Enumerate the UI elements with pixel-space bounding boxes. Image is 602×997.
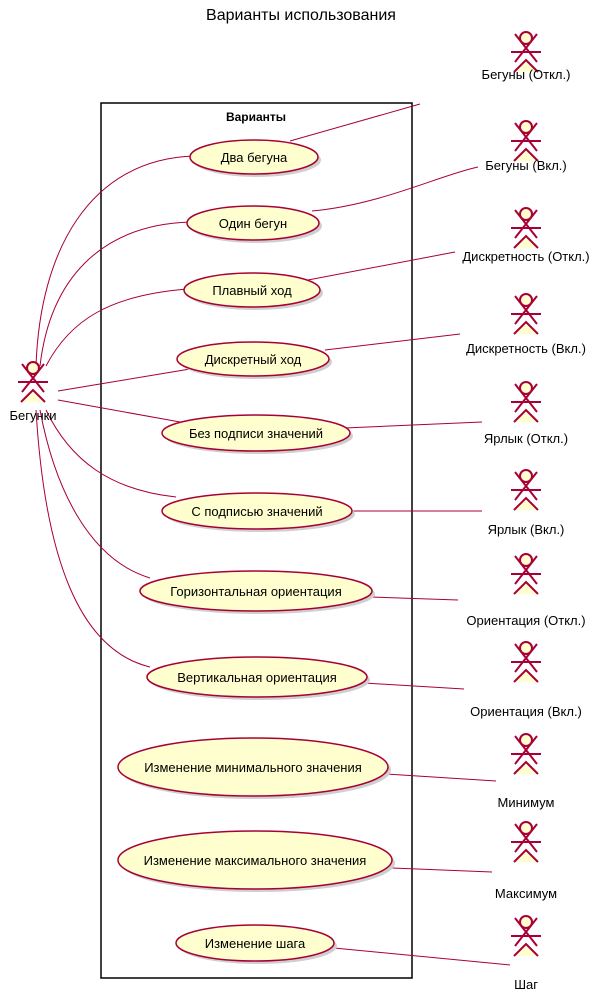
use-case-ellipse [175, 924, 335, 962]
actor-head [26, 361, 40, 375]
actor: Бегуны (Откл.) [482, 31, 571, 82]
actor-label: Дискретность (Вкл.) [466, 341, 586, 356]
use-case: Один бегун [186, 205, 322, 243]
link-main-uc3 [45, 288, 189, 367]
link-uc8-actor [363, 682, 465, 690]
use-case-label: Изменение минимального значения [144, 760, 362, 775]
use-case-label: Без подписи значений [189, 426, 323, 441]
use-case-label: Горизонтальная ориентация [170, 584, 342, 599]
actor-head [519, 31, 533, 45]
use-case: Изменение максимального значения [117, 830, 395, 892]
actor-label: Бегуны (Откл.) [482, 67, 571, 82]
diagram-title: Варианты использования [206, 7, 396, 24]
use-case-label: Вертикальная ориентация [177, 670, 337, 685]
use-case: Изменение минимального значения [117, 737, 391, 799]
link-main-uc4 [57, 368, 191, 392]
use-case-ellipse [176, 341, 330, 377]
actor-head [519, 641, 533, 655]
use-case: Дискретный ход [176, 341, 332, 379]
link-main-uc1 [35, 155, 194, 367]
actor: Дискретность (Откл.) [462, 207, 590, 264]
use-case: Вертикальная ориентация [146, 656, 370, 700]
actor: Дискретность (Вкл.) [466, 293, 586, 356]
use-case: Горизонтальная ориентация [139, 570, 375, 614]
actor-head [519, 207, 533, 221]
link-uc7-actor [369, 596, 459, 601]
use-case-ellipse [146, 656, 368, 698]
link-uc9-actor [385, 773, 497, 782]
actor: Шаг [511, 915, 541, 992]
use-case-ellipse [161, 492, 353, 530]
use-case: Плавный ход [183, 272, 323, 310]
actor: Бегуны (Вкл.) [485, 120, 567, 173]
use-case: С подписью значений [161, 492, 355, 532]
link-main-uc5 [57, 399, 181, 423]
link-main-uc2 [39, 221, 191, 367]
use-case-ellipse [183, 272, 321, 308]
use-case: Без подписи значений [161, 414, 353, 454]
use-case-label: Один бегун [219, 216, 287, 231]
use-case: Изменение шага [175, 924, 337, 964]
actor-label: Бегунки [9, 408, 56, 423]
link-uc3-actor [307, 251, 456, 281]
actor: Ориентация (Откл.) [466, 553, 586, 628]
actor: Максимум [495, 821, 557, 901]
use-case-label: С подписью значений [191, 504, 322, 519]
use-case-label: Изменение максимального значения [144, 853, 367, 868]
actor-label: Ярлык (Вкл.) [488, 522, 565, 537]
actor-label: Ярлык (Откл.) [484, 431, 568, 446]
use-case-label: Два бегуна [221, 150, 288, 165]
actor-head [519, 821, 533, 835]
actor: Ярлык (Откл.) [484, 381, 568, 446]
link-main-uc8 [35, 409, 151, 668]
package-title: Варианты [226, 110, 286, 124]
actor: Ориентация (Вкл.) [470, 641, 582, 719]
actor-begunki: Бегунки [9, 361, 57, 423]
connections [35, 103, 511, 966]
actor-label: Ориентация (Откл.) [466, 613, 585, 628]
link-uc1-actor [289, 103, 421, 142]
use-case-ellipse [161, 414, 351, 452]
actor-head [519, 733, 533, 747]
actor-head [519, 381, 533, 395]
use-case-ellipse [139, 570, 373, 612]
use-case-ellipse [117, 830, 393, 890]
use-case-ellipse [186, 205, 320, 241]
actor-head [519, 293, 533, 307]
actor-head [519, 120, 533, 134]
use-case: Два бегуна [189, 139, 321, 177]
actor: Ярлык (Вкл.) [488, 469, 565, 537]
actor-label: Максимум [495, 886, 557, 901]
use-case-label: Изменение шага [205, 936, 306, 951]
use-case-label: Дискретный ход [205, 352, 302, 367]
link-uc11-actor [333, 947, 511, 966]
link-main-uc6 [45, 409, 177, 498]
link-uc2-actor [311, 166, 479, 212]
use-case-ellipse [117, 737, 389, 797]
link-uc10-actor [391, 867, 493, 873]
actor-label: Минимум [498, 795, 555, 810]
use-case-label: Плавный ход [212, 283, 292, 298]
link-main-uc7 [39, 409, 151, 579]
actor-label: Бегуны (Вкл.) [485, 158, 567, 173]
use-case-ellipse [189, 139, 319, 175]
actor: Минимум [498, 733, 555, 810]
link-uc5-actor [344, 421, 483, 429]
actor-label: Дискретность (Откл.) [462, 249, 589, 264]
actor-label: Ориентация (Вкл.) [470, 704, 582, 719]
link-uc4-actor [324, 333, 461, 351]
actor-label: Шаг [514, 977, 538, 992]
package-boundary [100, 102, 413, 979]
actor-head [519, 469, 533, 483]
actor-head [519, 915, 533, 929]
actor-head [519, 553, 533, 567]
